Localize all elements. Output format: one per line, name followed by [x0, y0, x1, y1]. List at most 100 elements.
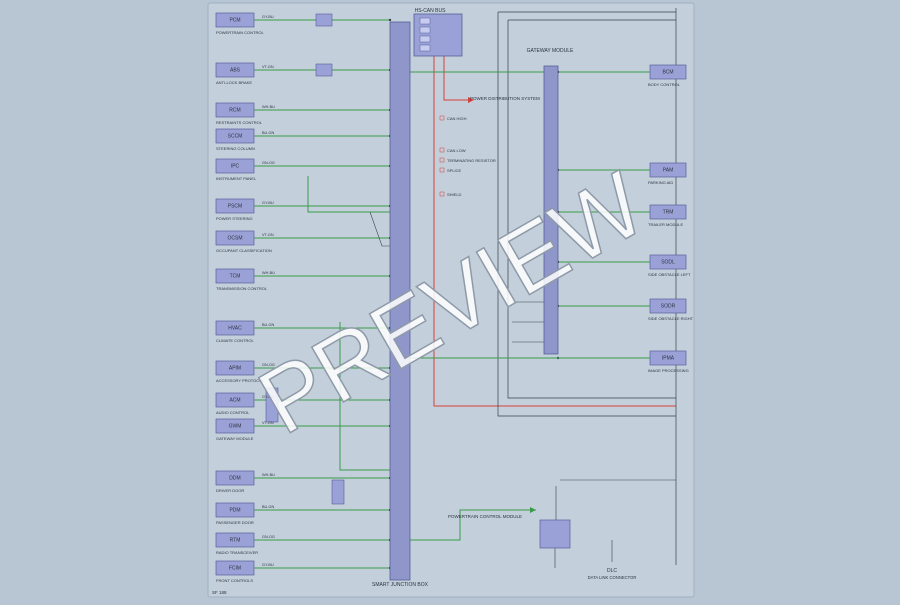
- module-layer: PCMABSRCMSCCMIPCPSCMOCSMTCMHVACAPIMACMGW…: [215, 12, 687, 576]
- module-label: PDM: [229, 508, 240, 514]
- fuse-cell: [419, 44, 431, 52]
- top-center-label: HS-CAN BUS: [415, 8, 447, 14]
- note-marker: [439, 115, 445, 121]
- module-label: APIM: [229, 366, 241, 372]
- bottom-mid-label: POWERTRAIN CONTROL MODULE: [448, 514, 522, 519]
- bottom-right-label: DLC: [607, 568, 617, 574]
- note-marker: [439, 167, 445, 173]
- module-desc: POWER STEERING: [216, 216, 253, 221]
- module-desc: ANTI-LOCK BRAKE: [216, 80, 252, 85]
- module-label: SODL: [661, 260, 675, 266]
- module-box: [215, 128, 255, 144]
- wire-color-label: VT-GN: [262, 233, 274, 237]
- module-box: [215, 392, 255, 408]
- module-box: [215, 268, 255, 284]
- module-desc: GATEWAY MODULE: [216, 436, 254, 441]
- module-box: [649, 254, 687, 270]
- bus-connection-dot: [388, 18, 392, 22]
- module-desc: IMAGE PROCESSING: [648, 368, 689, 373]
- module-box: [215, 158, 255, 174]
- note-text: SHIELD: [447, 192, 462, 197]
- page-ref: SF 188: [212, 590, 227, 595]
- module-desc: FRONT CONTROLS: [216, 578, 253, 583]
- module-label: RTM: [230, 538, 241, 544]
- wire-color-label: VT-GN: [262, 421, 274, 425]
- module-label: SODR: [661, 304, 676, 310]
- module-label: BCM: [662, 70, 673, 76]
- module-box: [649, 64, 687, 80]
- note-marker: [439, 147, 445, 153]
- module-desc: PARKING AID: [648, 180, 673, 185]
- wire-color-label: GN-OG: [262, 363, 275, 367]
- center-bottom-label: SMART JUNCTION BOX: [372, 582, 429, 588]
- right-ground-wire: [497, 12, 676, 417]
- note-text: CAN LOW: [447, 148, 466, 153]
- module-box: [215, 12, 255, 28]
- note-text: CAN HIGH: [447, 116, 467, 121]
- label-layer: POWERTRAIN CONTROL GY-BU ANTI-LOCK BRAKE VT…: [216, 15, 694, 583]
- multi-pin-connector: [265, 387, 279, 423]
- module-desc: PASSENGER DOOR: [216, 520, 254, 525]
- module-label: DDM: [229, 476, 240, 482]
- note-marker: [439, 157, 445, 163]
- dlc-connector-box: [539, 519, 571, 549]
- module-desc: CLIMATE CONTROL: [216, 338, 254, 343]
- module-desc: STEERING COLUMN: [216, 146, 255, 151]
- module-desc: OCCUPANT CLASSIFICATION: [216, 248, 272, 253]
- wire-color-label: GY-BU: [262, 563, 274, 567]
- splice-wire: [307, 176, 390, 213]
- module-label: ACM: [229, 398, 240, 404]
- module-label: HVAC: [228, 326, 242, 332]
- module-box: [215, 532, 255, 548]
- module-box: [215, 560, 255, 576]
- inline-connector: [315, 63, 333, 77]
- module-box: [649, 162, 687, 178]
- wire-color-label: WH-BU: [262, 271, 275, 275]
- module-box: [215, 320, 255, 336]
- right-bus-label: GATEWAY MODULE: [527, 48, 574, 54]
- distribution-label: POWER DISTRIBUTION SYSTEM: [470, 96, 540, 101]
- module-box: [649, 350, 687, 366]
- splice-diagonal: [369, 211, 390, 247]
- dlc-feed-wire: [410, 509, 536, 541]
- module-desc: POWERTRAIN CONTROL: [216, 30, 264, 35]
- diagram-sheet: [207, 2, 695, 598]
- module-desc: TRANSMISSION CONTROL: [216, 286, 268, 291]
- module-desc: SIDE OBSTACLE LEFT: [648, 272, 691, 277]
- fuse-cell: [419, 17, 431, 25]
- module-desc: RADIO TRANSCEIVER: [216, 550, 258, 555]
- wire-color-label: BU-GN: [262, 505, 274, 509]
- wire-color-label: GN-OG: [262, 535, 275, 539]
- module-box: [215, 470, 255, 486]
- module-desc: ACCESSORY PROTOCOL: [216, 378, 265, 383]
- right-signal-wire: [507, 20, 676, 399]
- module-label: GWM: [229, 424, 242, 430]
- wire-color-label: GY-BU: [262, 15, 274, 19]
- wire-color-label: WH-BU: [262, 105, 275, 109]
- wire-color-label: GY-BU: [262, 201, 274, 205]
- module-label: PCM: [229, 18, 240, 24]
- module-box: [215, 418, 255, 434]
- bottom-right-sub: DATA LINK CONNECTOR: [588, 575, 637, 580]
- gateway-bus-bar: [543, 65, 559, 355]
- module-label: ABS: [230, 68, 241, 74]
- splice-wire: [339, 322, 390, 471]
- module-desc: SIDE OBSTACLE RIGHT: [648, 316, 694, 321]
- wire-color-label: GY-BU: [262, 395, 274, 399]
- module-label: TCM: [230, 274, 241, 280]
- note-marker: [439, 191, 445, 197]
- module-box: [649, 204, 687, 220]
- module-box: [215, 102, 255, 118]
- power-wire-red: [433, 56, 676, 407]
- module-box: [215, 502, 255, 518]
- module-box: [215, 62, 255, 78]
- fuse-cell: [419, 35, 431, 43]
- bus-layer: [389, 13, 559, 581]
- module-label: RCM: [229, 108, 240, 114]
- note-text: TERMINATING RESISTOR: [447, 158, 496, 163]
- inline-connector: [315, 13, 333, 27]
- main-bus-bar: [389, 21, 411, 581]
- module-desc: BODY CONTROL: [648, 82, 681, 87]
